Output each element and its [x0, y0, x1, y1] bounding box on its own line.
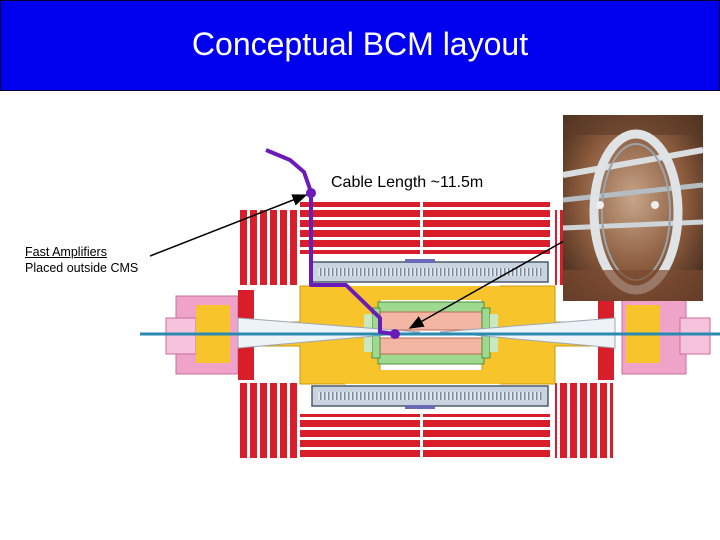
cable-path [265, 148, 396, 336]
beam-pipe [140, 317, 720, 349]
cable-length-label: Cable Length ~11.5m [331, 174, 484, 191]
bcm-detector-photo [562, 115, 704, 301]
amplifier-label-line2: Placed outside CMS [25, 261, 139, 275]
title-bar: Conceptual BCM layout [0, 0, 720, 91]
amplifier-label: Fast Amplifiers Placed outside CMS [25, 244, 138, 276]
barrel-yoke-bottom [300, 414, 550, 460]
solenoid-bottom [311, 385, 549, 409]
slide-title: Conceptual BCM layout [191, 25, 529, 62]
cable-node-top [306, 188, 316, 198]
cable-node-detector [390, 329, 400, 339]
barrel-yoke-top [300, 202, 550, 254]
amplifier-label-line1: Fast Amplifiers [25, 245, 107, 259]
amp-arrow [149, 194, 308, 257]
